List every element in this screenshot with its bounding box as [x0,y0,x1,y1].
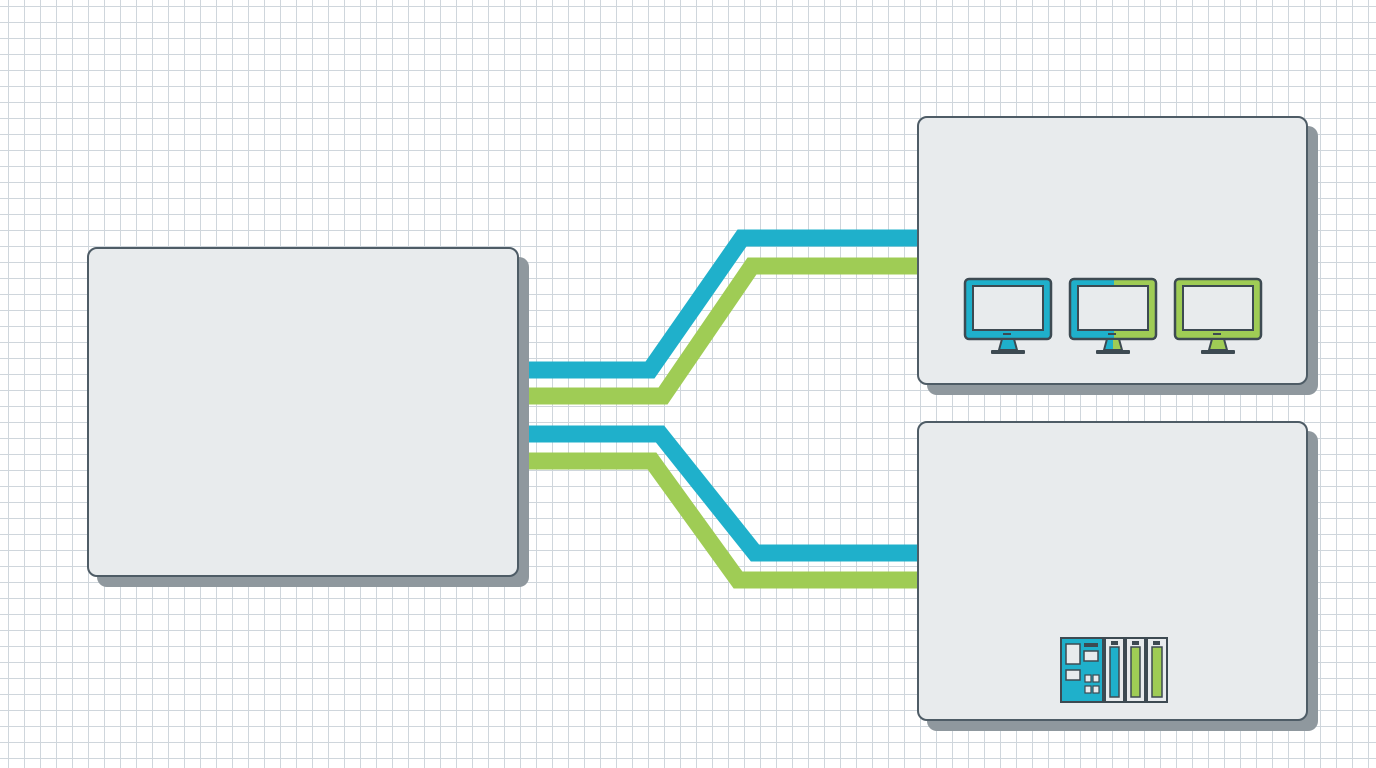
controller-box [917,421,1308,721]
monitor-icon-blue-green [1068,277,1158,354]
plc-rack-icon [1060,637,1168,703]
source-box [87,247,519,577]
monitor-icon-blue [963,277,1053,354]
link-source-display-blue [519,229,917,379]
monitor-group [963,277,1263,354]
link-source-display-green [519,257,917,405]
monitor-icon-green [1173,277,1263,354]
link-source-controller-blue [519,425,917,562]
display-box [917,116,1308,385]
link-source-controller-green [519,452,917,589]
